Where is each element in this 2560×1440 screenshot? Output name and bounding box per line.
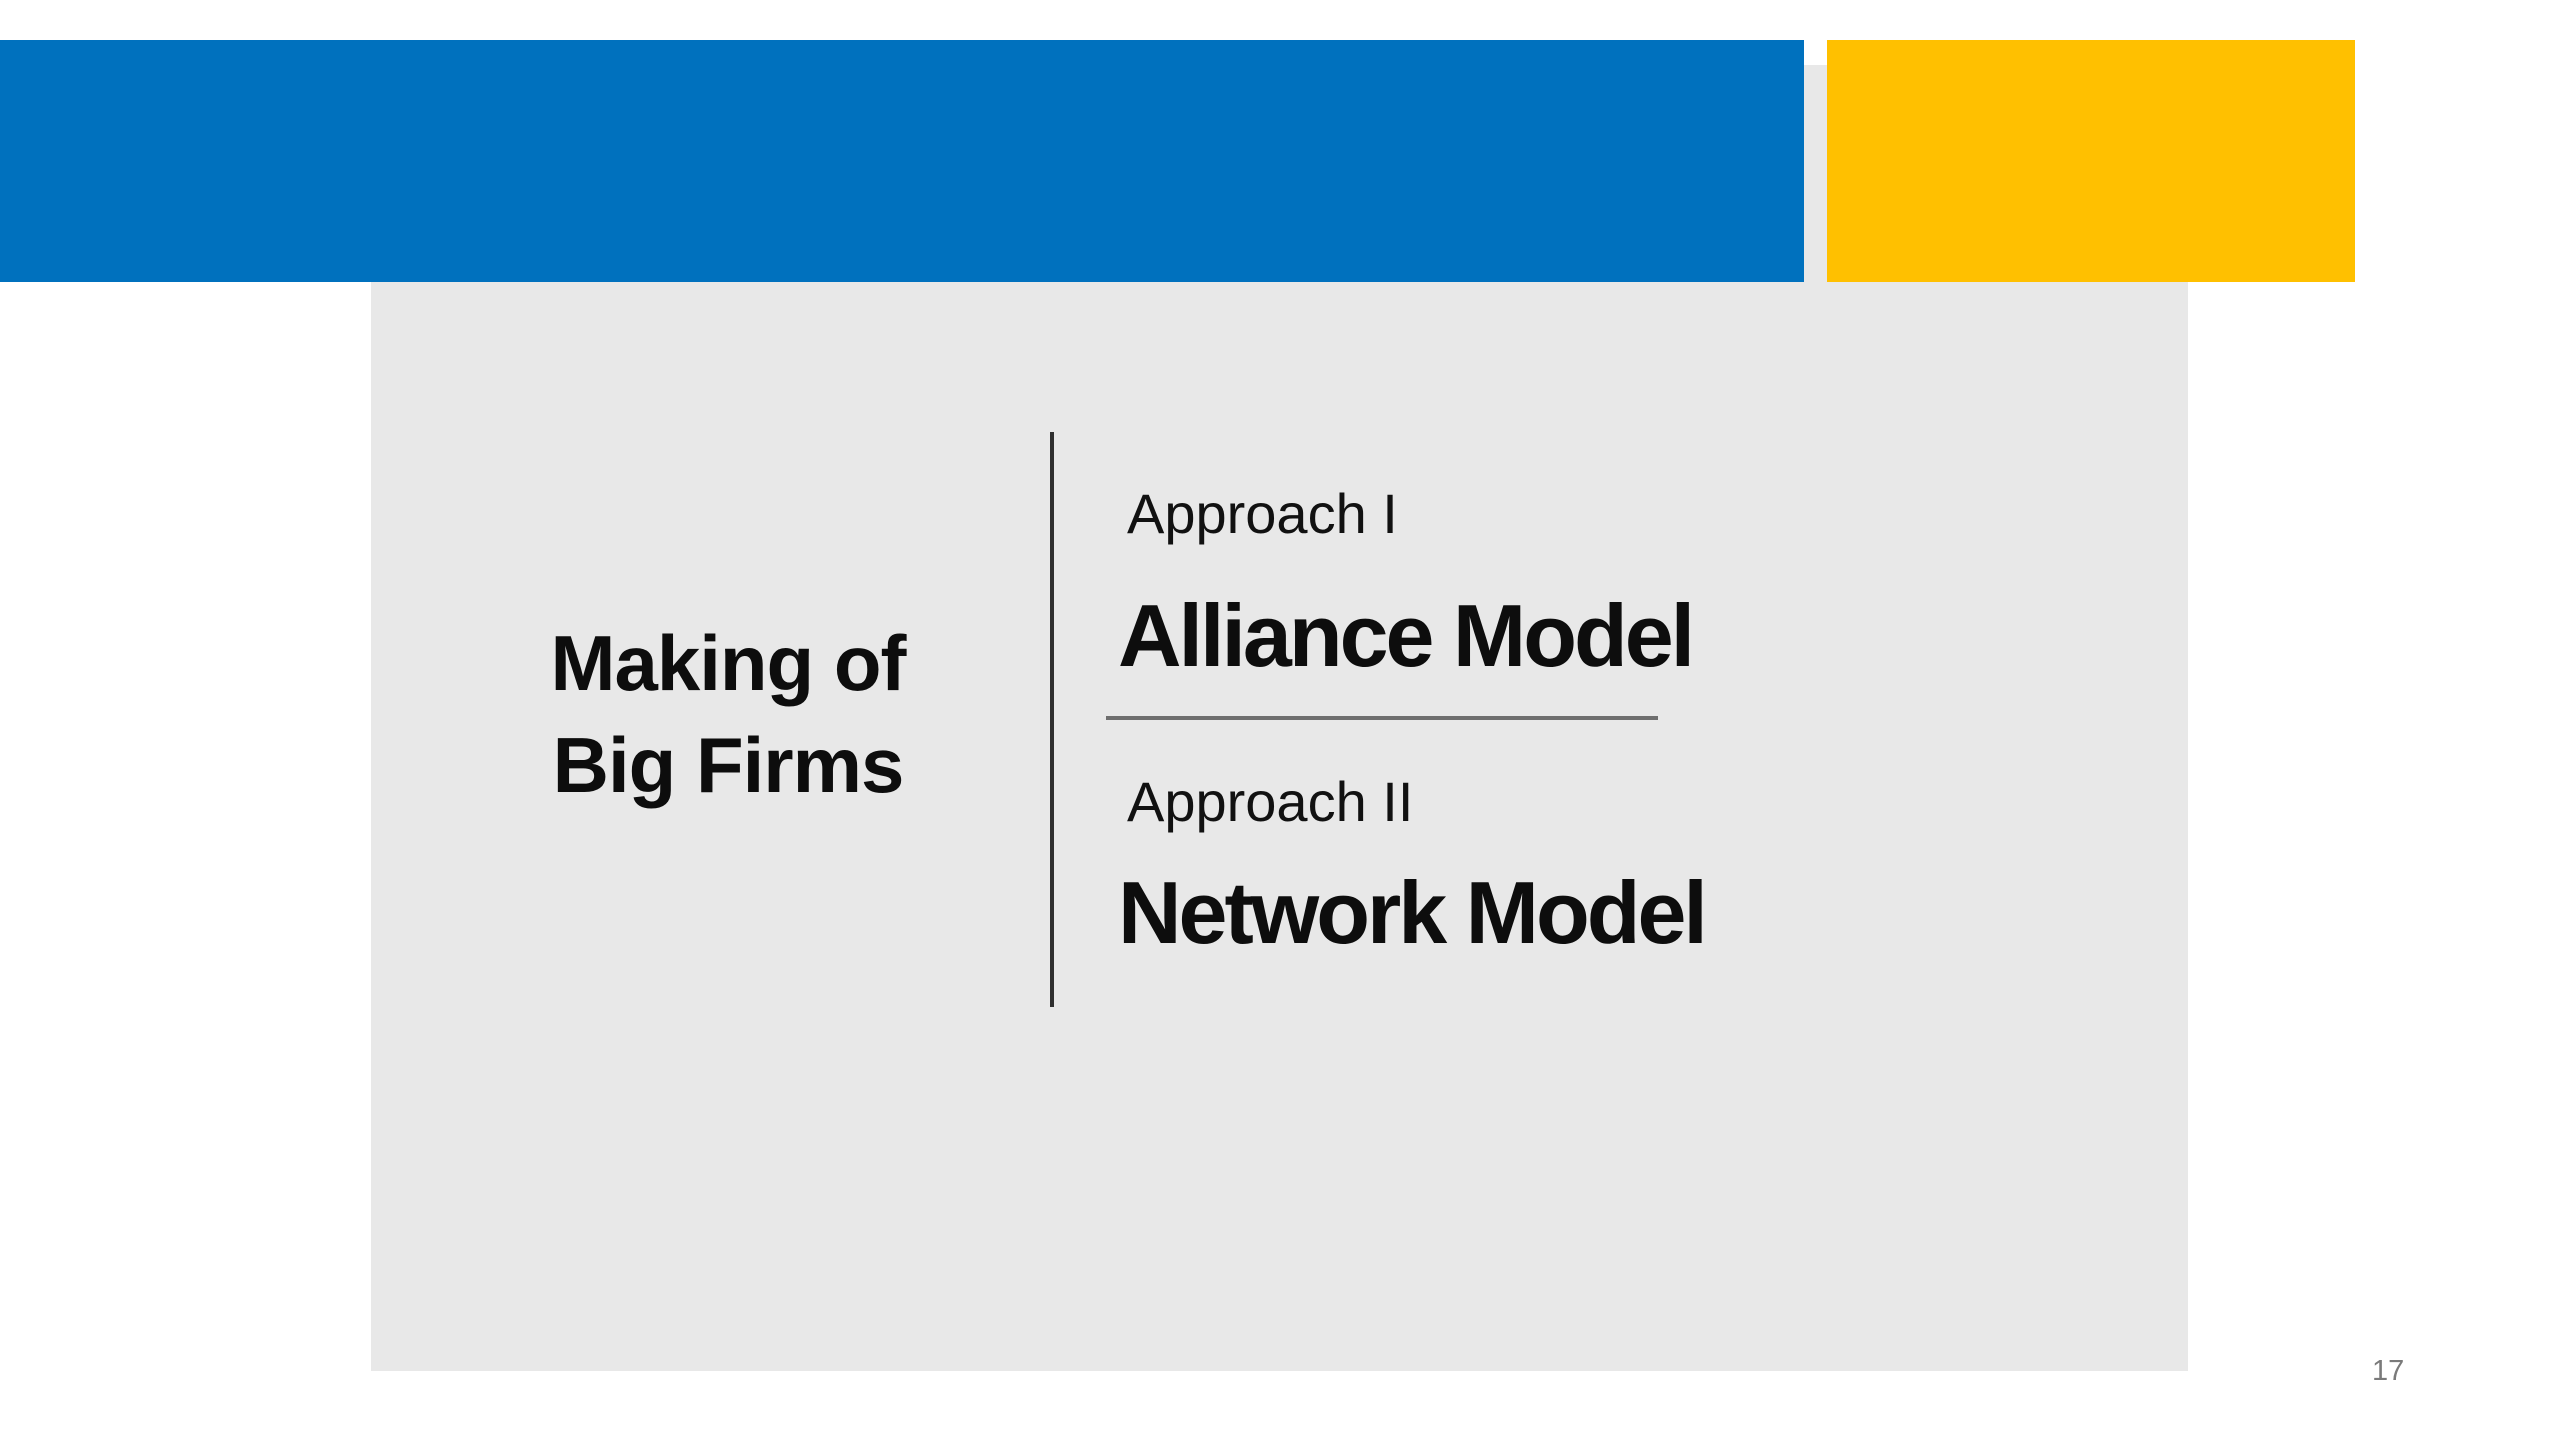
approach-2-title: Network Model xyxy=(1118,863,1708,962)
approach-1-label: Approach I xyxy=(1127,482,1398,545)
header-bar-blue xyxy=(0,40,1804,282)
approach-1-title: Alliance Model xyxy=(1118,586,1695,685)
horizontal-divider xyxy=(1106,716,1658,720)
slide-title: Making of Big Firms xyxy=(550,619,907,809)
approach-2-label: Approach II xyxy=(1127,770,1414,833)
vertical-divider xyxy=(1050,432,1054,1007)
header-bar-gold xyxy=(1827,40,2355,282)
page-number: 17 xyxy=(2372,1355,2405,1387)
